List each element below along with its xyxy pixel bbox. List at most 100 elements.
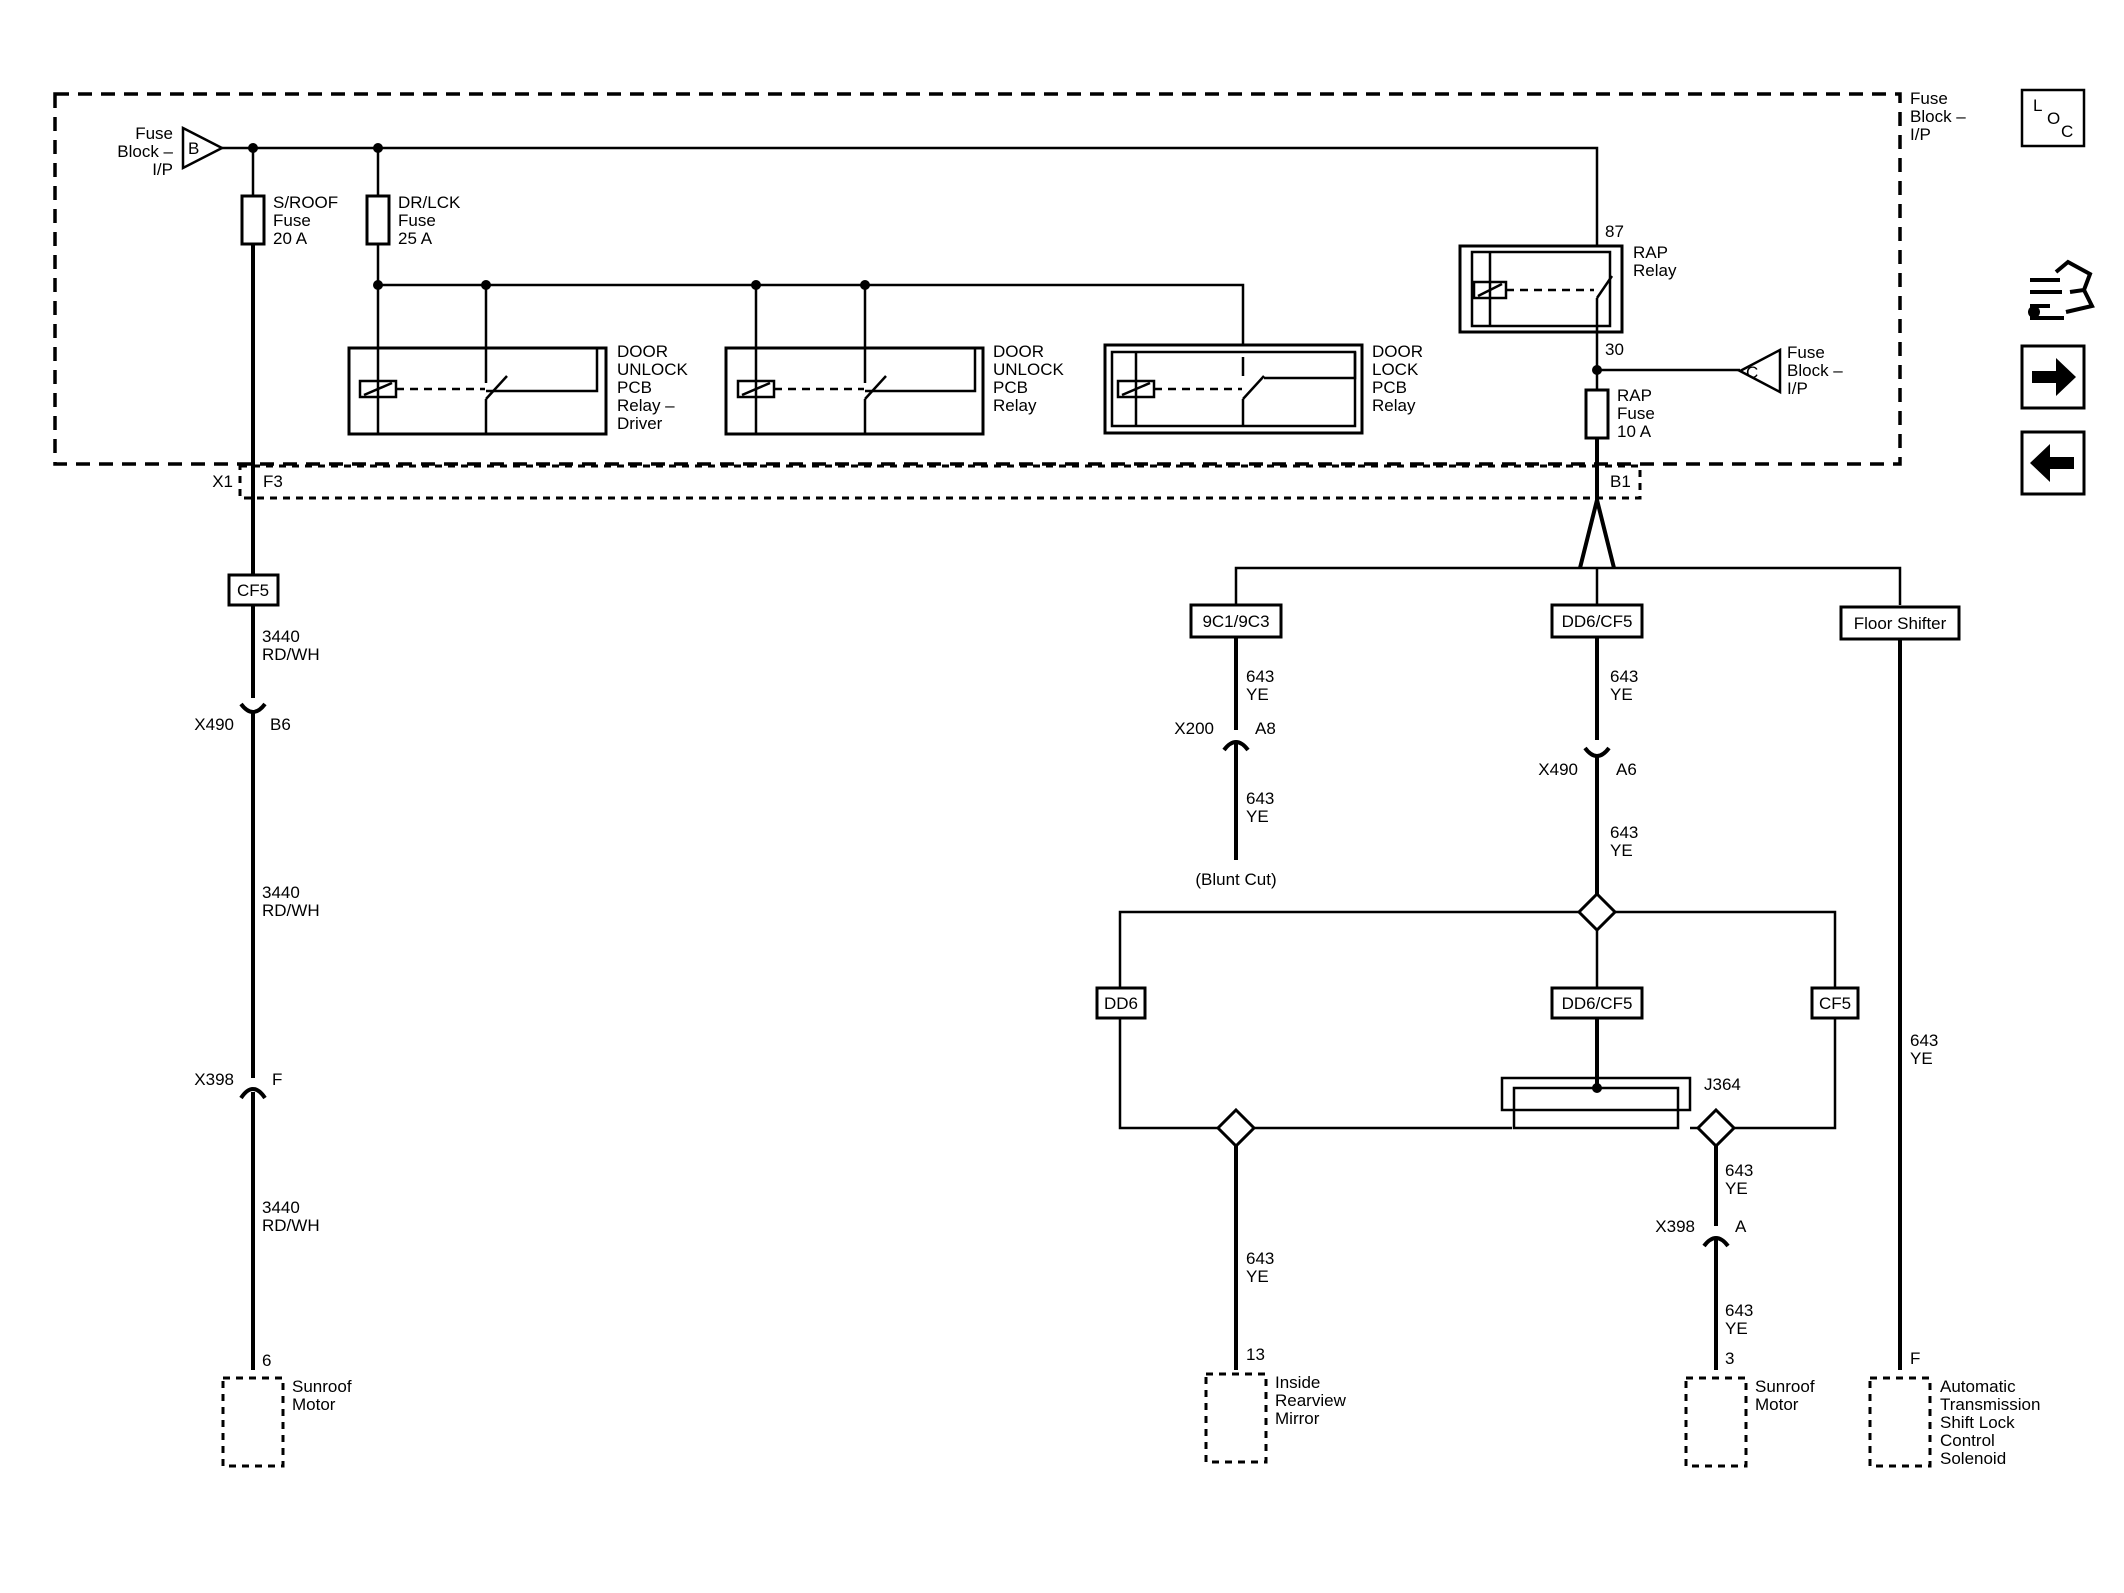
wire-643-label: 643: [1725, 1161, 1753, 1180]
option-dd6-cf5-mid-label: DD6/CF5: [1562, 994, 1633, 1013]
relay-label: Relay: [993, 396, 1037, 415]
relay-label: Driver: [617, 414, 663, 433]
shift-lock-solenoid: [1868, 1376, 1932, 1468]
option-cf5-left: [227, 573, 280, 607]
relay-label: DOOR: [1372, 342, 1423, 361]
shift-lock-label: Automatic: [1940, 1377, 2016, 1396]
wire-643-color: YE: [1246, 1267, 1269, 1286]
connector-x200-female: [1222, 740, 1250, 752]
pin-f-label: F: [272, 1070, 282, 1089]
option-floor-shifter-label: Floor Shifter: [1854, 614, 1947, 633]
sroof-fuse-label: Fuse: [273, 211, 311, 230]
mirror-pin: 13: [1246, 1345, 1265, 1364]
sunroof-motor-left: [221, 1376, 285, 1468]
relay-label: DOOR: [617, 342, 668, 361]
drlck-fuse-label: Fuse: [398, 211, 436, 230]
wire-643-label: 643: [1610, 823, 1638, 842]
drlck-fuse-label: DR/LCK: [398, 193, 461, 212]
sunroof-motor-right: [1684, 1376, 1748, 1468]
branch-split: [1578, 499, 1616, 569]
door-unlock-relay: DOOR UNLOCK PCB Relay: [724, 285, 1065, 436]
wire-643-color: YE: [1610, 685, 1633, 704]
option-cf5-left-label: CF5: [237, 581, 269, 600]
mirror-label: Mirror: [1275, 1409, 1320, 1428]
rap-fuse-label: Fuse: [1617, 404, 1655, 423]
drlck-fuse-label: 25 A: [398, 229, 433, 248]
rap-fuse-label: RAP: [1617, 386, 1652, 405]
wire-3440-color: RD/WH: [262, 645, 320, 664]
pin-a6-label: A6: [1616, 760, 1637, 779]
connector-x398-left-female: [239, 1087, 267, 1100]
wire-643-label: 643: [1910, 1031, 1938, 1050]
drlck-bus-wire: [376, 244, 1245, 357]
shift-lock-pin: F: [1910, 1349, 1920, 1368]
wire-643-label: 643: [1246, 1249, 1274, 1268]
sunroof-right-pin: 3: [1725, 1349, 1734, 1368]
wire-3440-label: 3440: [262, 1198, 300, 1217]
connector-break: [1583, 742, 1611, 764]
loc-button[interactable]: L O C: [2020, 88, 2086, 148]
wire-643-label: 643: [1246, 789, 1274, 808]
wire-643-label: 643: [1246, 667, 1274, 686]
wire-643-color: YE: [1246, 807, 1269, 826]
connector-x398-right-label: X398: [1655, 1217, 1695, 1236]
relay-label: PCB: [617, 378, 652, 397]
relay-label: LOCK: [1372, 360, 1419, 379]
sroof-fuse-label: 20 A: [273, 229, 308, 248]
relay-label: UNLOCK: [617, 360, 689, 379]
wire-3440-color: RD/WH: [262, 1216, 320, 1235]
splice-diamond: [1215, 1107, 1257, 1149]
option-cf5-right-label: CF5: [1819, 994, 1851, 1013]
option-dd6-label: DD6: [1104, 994, 1138, 1013]
arrow-right-button[interactable]: [2020, 344, 2086, 410]
connector-c-label: Fuse: [1787, 343, 1825, 362]
arrow-left-button[interactable]: [2020, 430, 2086, 496]
arrow-right-icon: [2032, 358, 2076, 396]
sunroof-motor-right-label: Motor: [1755, 1395, 1799, 1414]
relay-label: Relay –: [617, 396, 675, 415]
connector-c-label: Block –: [1787, 361, 1843, 380]
rap-relay-label: Relay: [1633, 261, 1677, 280]
pin-a-label: A: [1735, 1217, 1747, 1236]
inside-rearview-mirror: [1204, 1372, 1268, 1464]
option-dd6-cf5-top-label: DD6/CF5: [1562, 612, 1633, 631]
harness-icon[interactable]: [2028, 259, 2095, 320]
connector-b-triangle: [181, 125, 225, 171]
distribution-wire: [1234, 566, 1902, 605]
relay-label: PCB: [1372, 378, 1407, 397]
splice-diamond: [1576, 891, 1618, 933]
wire-3440-label: 3440: [262, 883, 300, 902]
mirror-label: Rearview: [1275, 1391, 1347, 1410]
wire-643-color: YE: [1910, 1049, 1933, 1068]
splice-diamond: [1695, 1107, 1737, 1149]
wire-643-label: 643: [1725, 1301, 1753, 1320]
relay-label: DOOR: [993, 342, 1044, 361]
shift-lock-label: Shift Lock: [1940, 1413, 2015, 1432]
shift-lock-label: Transmission: [1940, 1395, 2040, 1414]
drlck-fuse: [365, 194, 391, 246]
sunroof-motor-left-label: Sunroof: [292, 1377, 352, 1396]
rap-relay-pin-87: 87: [1605, 222, 1624, 241]
wire-643-color: YE: [1246, 685, 1269, 704]
wire-3440-label: 3440: [262, 627, 300, 646]
connector-c-label: I/P: [1787, 379, 1808, 398]
shift-lock-label: Control: [1940, 1431, 1995, 1450]
wire-643-color: YE: [1725, 1179, 1748, 1198]
loc-letter: C: [2061, 122, 2073, 141]
pin-f3-label: F3: [263, 472, 283, 491]
rap-relay: 87 RAP Relay 30: [1458, 222, 1677, 370]
connector-b-label: Fuse: [135, 124, 173, 143]
wire-643-color: YE: [1725, 1319, 1748, 1338]
rap-relay-label: RAP: [1633, 243, 1668, 262]
cf5-feed-wire: [1690, 1018, 1837, 1130]
dd6-feed-wire: [1118, 1018, 1512, 1130]
arrow-left-icon: [2030, 444, 2074, 482]
connector-x490-right-label: X490: [1538, 760, 1578, 779]
pin-a8-label: A8: [1255, 719, 1276, 738]
rap-fuse-label: 10 A: [1617, 422, 1652, 441]
connector-x200-label: X200: [1174, 719, 1214, 738]
relay-label: Relay: [1372, 396, 1416, 415]
fuse-block-connector-boundary: [238, 464, 1642, 500]
connector-b-letter: B: [188, 139, 199, 158]
pin-b1-label: B1: [1610, 472, 1631, 491]
